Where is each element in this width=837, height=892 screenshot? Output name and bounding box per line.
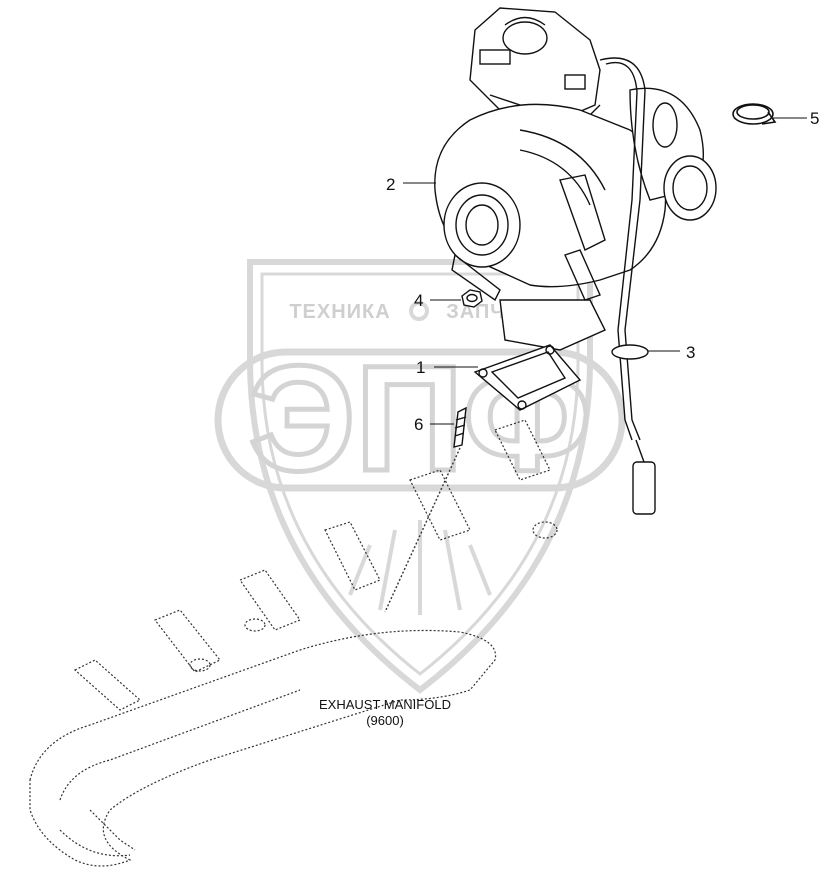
clamp	[732, 103, 777, 125]
callout-5: 5	[810, 109, 819, 128]
gasket	[473, 344, 582, 411]
callout-4: 4	[414, 291, 423, 310]
exhaust-manifold	[29, 419, 558, 867]
caption-code: (9600)	[366, 713, 404, 728]
watermark-text-left: ТЕХНИКА	[289, 301, 390, 323]
nut	[461, 289, 483, 308]
callout-3: 3	[686, 343, 695, 362]
oil-line	[599, 57, 656, 515]
actuator-cap	[502, 21, 548, 55]
watermark-shield-inner	[260, 272, 580, 676]
watermark-shield-outline	[247, 259, 593, 694]
gear-icon	[409, 301, 429, 321]
connector	[632, 461, 656, 515]
callout-2: 2	[386, 175, 395, 194]
turbocharger	[434, 7, 717, 351]
callout-1: 1	[416, 358, 425, 377]
caption-title: EXHAUST MANIFOLD	[319, 697, 451, 712]
wheat-icon	[348, 520, 492, 615]
stud	[384, 406, 467, 613]
leader-lines	[403, 117, 807, 425]
turbine-flange	[499, 299, 606, 351]
watermark-band	[214, 348, 626, 492]
watermark	[214, 259, 626, 694]
callout-6: 6	[414, 415, 423, 434]
